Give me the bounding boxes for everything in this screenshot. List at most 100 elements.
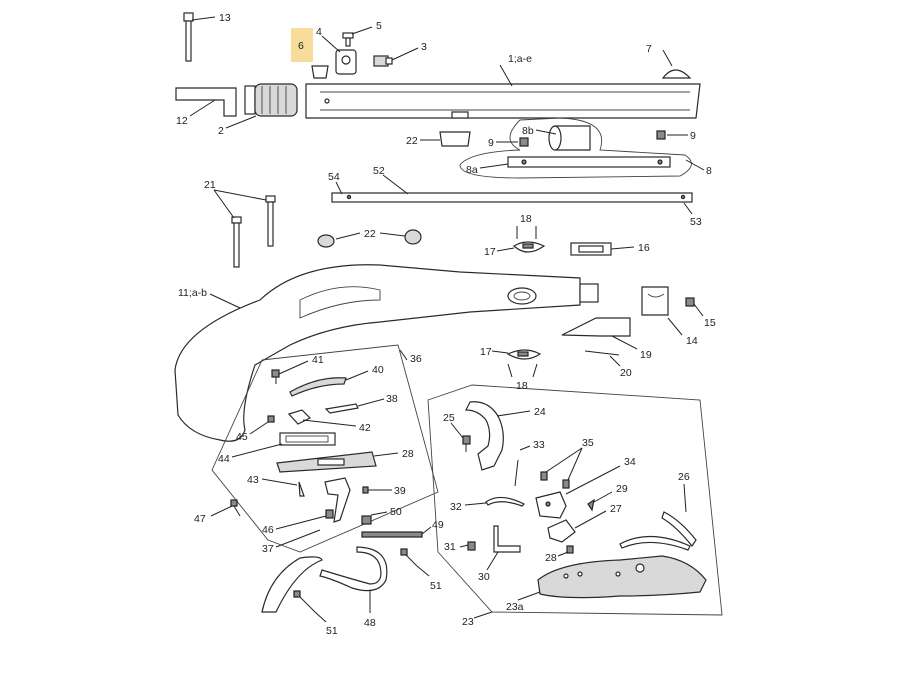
callout-50: 50 bbox=[390, 506, 402, 518]
callout-6-highlight bbox=[291, 28, 313, 62]
part-29-pin bbox=[587, 498, 595, 512]
callout-32: 32 bbox=[450, 501, 462, 513]
callout-42: 42 bbox=[359, 422, 371, 434]
callout-49: 49 bbox=[432, 519, 444, 531]
part-51-screw-right bbox=[400, 548, 418, 567]
part-33-pin bbox=[514, 459, 519, 487]
part-4-bolster bbox=[335, 49, 357, 75]
part-22-escutcheons bbox=[317, 229, 422, 248]
callout-8a: 8a bbox=[466, 164, 478, 176]
callout-25: 25 bbox=[443, 412, 455, 424]
part-21-screws bbox=[231, 195, 276, 268]
part-7-front-sight bbox=[661, 69, 692, 79]
part-32-spring bbox=[485, 496, 526, 507]
part-41-screw bbox=[271, 369, 280, 384]
callout-30: 30 bbox=[478, 571, 490, 583]
part-31-screw bbox=[467, 541, 476, 551]
part-28-trigger-plate bbox=[276, 451, 377, 473]
callout-6: 6 bbox=[298, 40, 304, 52]
part-6-wedge bbox=[311, 65, 329, 79]
part-9-screw-left bbox=[519, 137, 529, 147]
part-trigger-blade bbox=[324, 477, 351, 523]
callout-19: 19 bbox=[640, 349, 652, 361]
callout-5: 5 bbox=[376, 20, 382, 32]
callout-4: 4 bbox=[316, 26, 322, 38]
part-44-plate bbox=[279, 432, 336, 446]
callout-35: 35 bbox=[582, 437, 594, 449]
part-17-escutcheon-low bbox=[506, 349, 542, 360]
callout-41: 41 bbox=[312, 354, 324, 366]
part-27-tumbler bbox=[547, 519, 576, 543]
callout-29: 29 bbox=[616, 483, 628, 495]
part-16-plate bbox=[570, 242, 612, 256]
part-23a-lockplate bbox=[537, 555, 707, 599]
part-47-screw bbox=[230, 499, 241, 517]
part-3-nipple bbox=[373, 55, 393, 67]
part-48-trigger-guard bbox=[261, 546, 388, 613]
part-9-screw-right bbox=[656, 130, 666, 140]
callout-39: 39 bbox=[394, 485, 406, 497]
part-18-pins-low bbox=[507, 363, 538, 378]
callout-22-top: 22 bbox=[406, 135, 418, 147]
callout-48: 48 bbox=[364, 617, 376, 629]
callout-37: 37 bbox=[262, 543, 274, 555]
callout-8: 8 bbox=[706, 165, 712, 177]
callout-26: 26 bbox=[678, 471, 690, 483]
callout-13: 13 bbox=[219, 12, 231, 24]
callout-38: 38 bbox=[386, 393, 398, 405]
callout-23: 23 bbox=[462, 616, 474, 628]
callout-18-top: 18 bbox=[520, 213, 532, 225]
part-8-group-outline bbox=[459, 117, 692, 179]
callout-1ae: 1;a-e bbox=[508, 53, 532, 65]
part-51-screw-left bbox=[293, 590, 316, 613]
callout-labels: 1;a-e 2 3 4 5 6 7 8 8a 8b 9 9 11;a-b 12 … bbox=[176, 12, 716, 637]
callout-24: 24 bbox=[534, 406, 546, 418]
callout-14: 14 bbox=[686, 335, 698, 347]
callout-46: 46 bbox=[262, 524, 274, 536]
part-1-barrel bbox=[305, 83, 701, 119]
callout-16: 16 bbox=[638, 242, 650, 254]
part-12-hook bbox=[175, 87, 237, 117]
part-15-screw bbox=[685, 297, 695, 307]
callout-20: 20 bbox=[620, 367, 632, 379]
callout-31: 31 bbox=[444, 541, 456, 553]
part-14-lug bbox=[641, 286, 669, 316]
part-30-detent bbox=[493, 525, 521, 553]
callout-3: 3 bbox=[421, 41, 427, 53]
part-35-screws bbox=[540, 471, 570, 489]
part-20-pin bbox=[584, 350, 620, 356]
callout-12: 12 bbox=[176, 115, 188, 127]
part-13-bolt bbox=[183, 12, 194, 62]
callout-40: 40 bbox=[372, 364, 384, 376]
part-50-nut bbox=[361, 515, 372, 525]
part-34-bridle bbox=[535, 491, 567, 519]
callout-43: 43 bbox=[247, 474, 259, 486]
part-25-screw bbox=[462, 435, 471, 452]
callout-51-left: 51 bbox=[326, 625, 338, 637]
group-23-outline bbox=[427, 384, 723, 616]
part-40-spring bbox=[289, 377, 347, 397]
callout-9-left: 9 bbox=[488, 137, 494, 149]
group-36-outline bbox=[211, 344, 439, 553]
callout-18-low: 18 bbox=[516, 380, 528, 392]
callout-2: 2 bbox=[218, 125, 224, 137]
part-38-sear bbox=[324, 403, 359, 414]
part-46-screw bbox=[325, 509, 334, 519]
part-24-hammer bbox=[465, 401, 504, 471]
part-11-stock bbox=[174, 264, 599, 442]
callout-23a: 23a bbox=[506, 601, 524, 613]
callout-11ab: 11;a-b bbox=[178, 287, 207, 299]
part-5-screw bbox=[342, 32, 354, 47]
callout-54: 54 bbox=[328, 171, 340, 183]
callout-7: 7 bbox=[646, 43, 652, 55]
part-28-screw bbox=[566, 545, 574, 554]
callout-21: 21 bbox=[204, 179, 216, 191]
part-26-mainspring bbox=[619, 511, 697, 551]
callout-15: 15 bbox=[704, 317, 716, 329]
callout-33: 33 bbox=[533, 439, 545, 451]
callout-22-mid: 22 bbox=[364, 228, 376, 240]
part-17-escutcheon-top bbox=[513, 241, 546, 253]
part-2-breech-plug bbox=[244, 83, 298, 117]
